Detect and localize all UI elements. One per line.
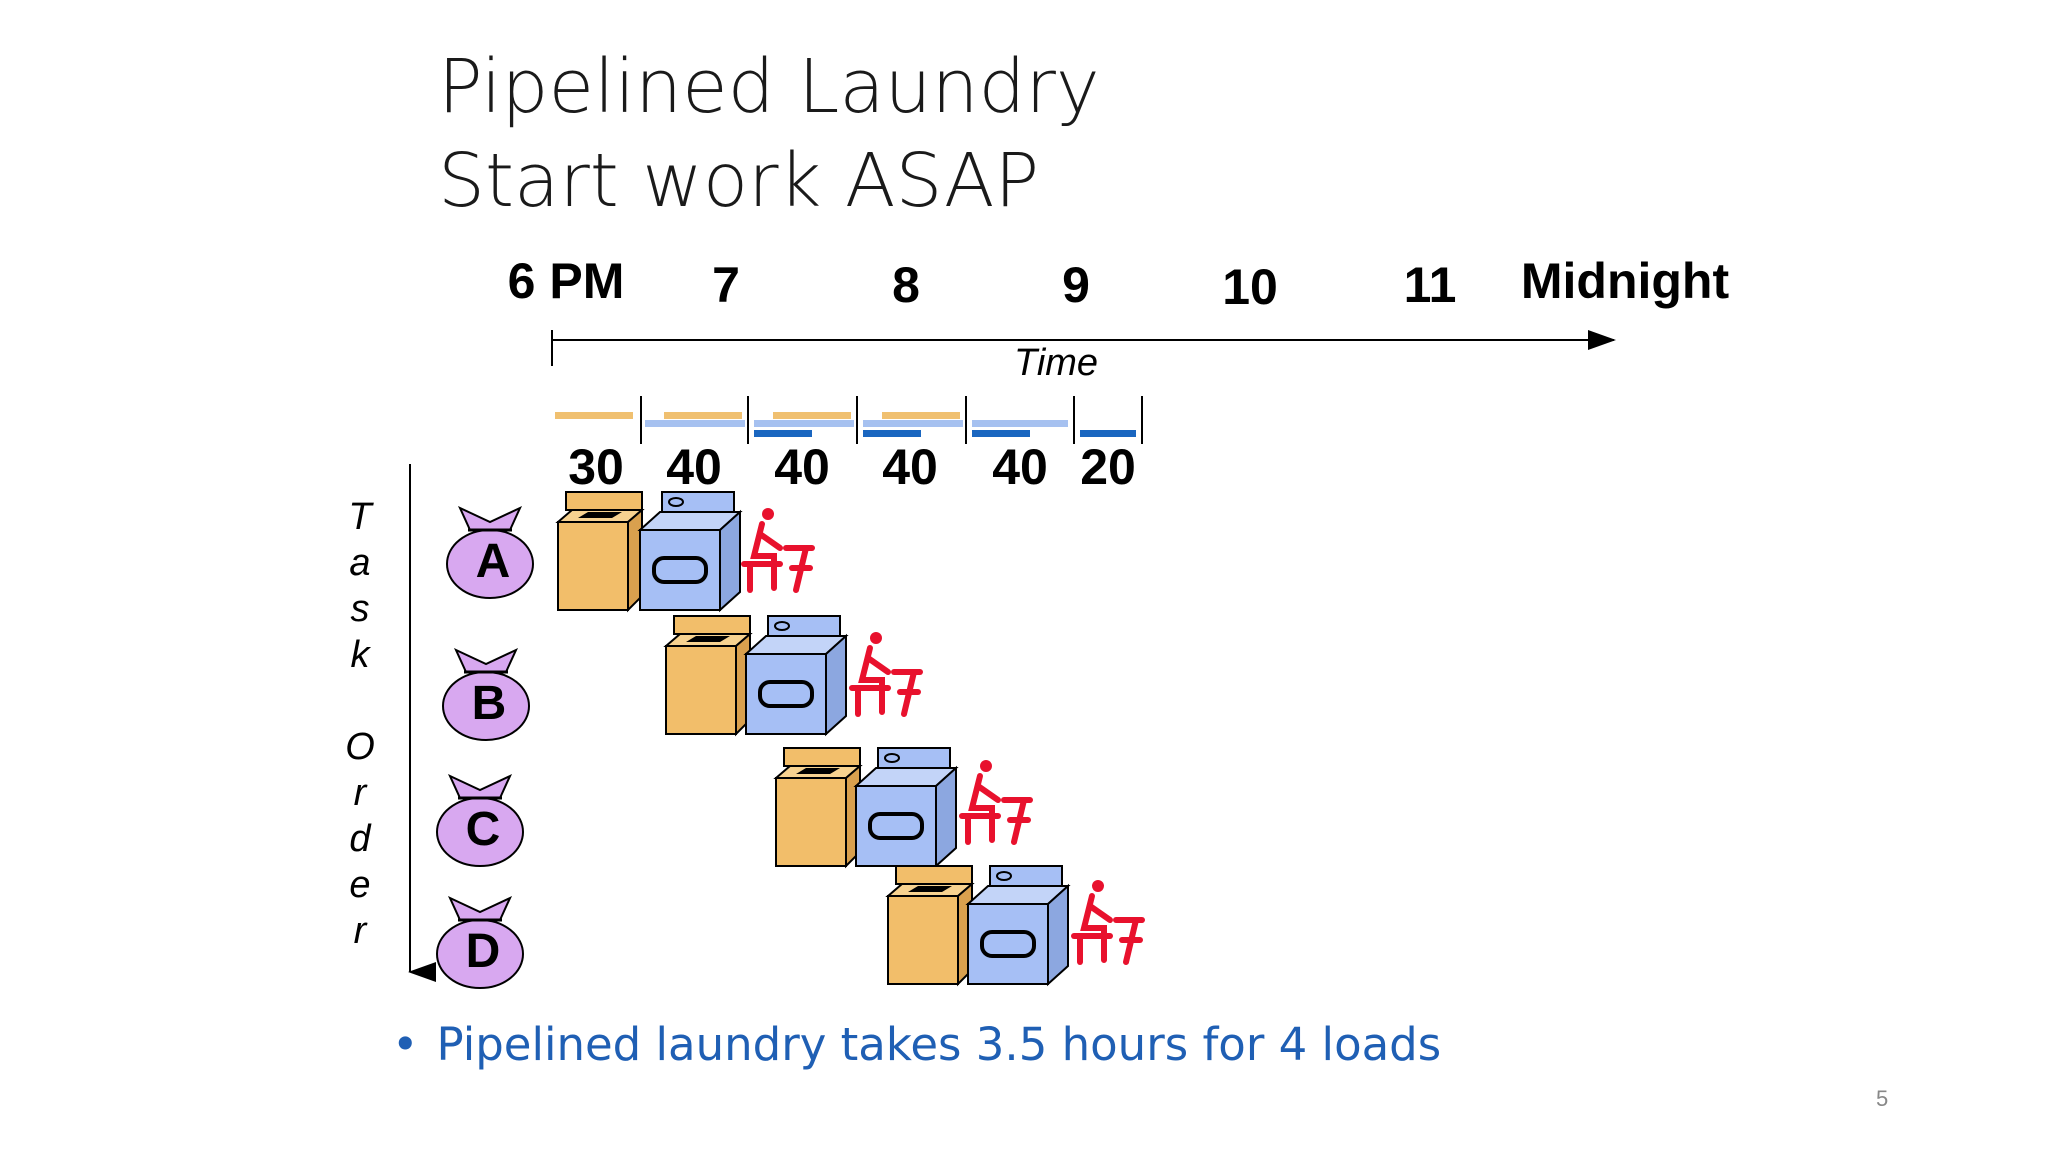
duration-label: 40: [882, 439, 938, 495]
bullet-text: Pipelined laundry takes 3.5 hours for 4 …: [436, 1018, 1442, 1071]
order-letter: s: [350, 588, 370, 630]
duration-label: 30: [568, 439, 624, 495]
task-label-a: A: [475, 535, 511, 588]
dryer-icon: [966, 864, 1070, 986]
order-letter: O: [345, 726, 375, 768]
order-letter: a: [349, 542, 371, 584]
bullet-dot: •: [392, 1018, 419, 1071]
title-line-2: Start work ASAP: [438, 138, 1040, 224]
order-letter: k: [350, 634, 370, 676]
order-letter: r: [353, 772, 367, 814]
dryer-icon: [854, 746, 958, 868]
folding-person-icon: [1074, 880, 1142, 962]
time-label-midnight: Midnight: [1520, 253, 1730, 309]
task-label-c: C: [465, 803, 501, 856]
washer-icon: [775, 747, 861, 867]
time-label-8: 8: [892, 257, 920, 313]
duration-label: 40: [992, 439, 1048, 495]
time-label-6pm: 6 PM: [507, 253, 625, 309]
washer-icon: [665, 615, 751, 735]
time-label-11: 11: [1403, 257, 1457, 313]
dryer-icon: [744, 614, 848, 736]
time-label-10: 10: [1222, 259, 1278, 315]
task-label-b: B: [471, 677, 507, 730]
title-line-1: Pipelined Laundry: [438, 44, 1100, 130]
folding-person-icon: [962, 760, 1030, 842]
task-row-c: [435, 746, 1030, 868]
order-letter: r: [353, 910, 367, 952]
folding-person-icon: [744, 508, 812, 590]
slide-number: 5: [1876, 1086, 1889, 1111]
duration-label: 20: [1080, 439, 1136, 495]
washer-icon: [887, 865, 973, 985]
task-label-d: D: [465, 925, 501, 978]
task-row-d: [435, 864, 1142, 990]
order-letter: T: [348, 496, 372, 538]
task-row-b: [441, 614, 920, 742]
time-label-9: 9: [1062, 257, 1090, 313]
bullet-point: • Pipelined laundry takes 3.5 hours for 4…: [392, 1018, 1441, 1071]
stage-timing-bars: [555, 396, 1143, 444]
dryer-icon: [638, 490, 742, 612]
washer-icon: [557, 491, 643, 611]
time-axis-caption: Time: [1013, 342, 1099, 384]
duration-label: 40: [774, 439, 830, 495]
folding-person-icon: [852, 632, 920, 714]
time-label-7: 7: [712, 257, 740, 313]
duration-label: 40: [666, 439, 722, 495]
slide-title: Pipelined Laundry Start work ASAP: [438, 40, 1100, 228]
order-letter: d: [349, 818, 371, 860]
order-letter: e: [349, 864, 371, 906]
